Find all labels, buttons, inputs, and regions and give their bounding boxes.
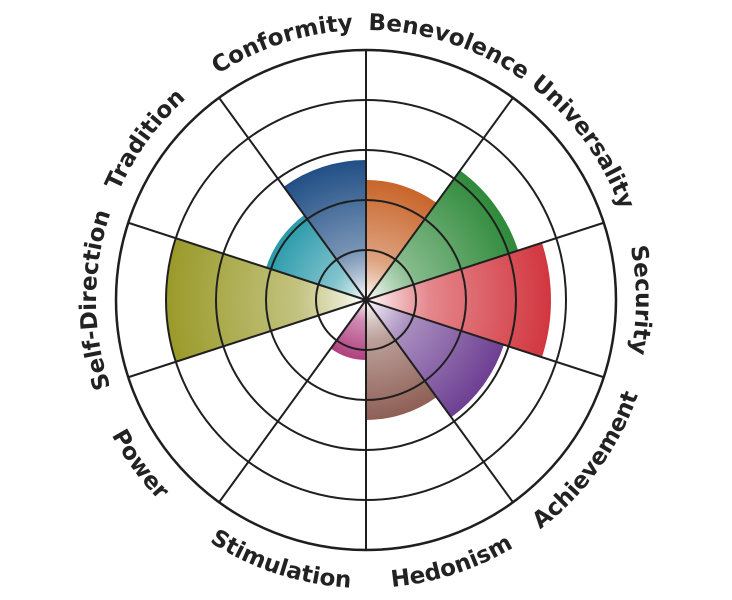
grid-spoke-3: [365, 221, 605, 301]
wedge-benevolence: [366, 180, 437, 300]
wedge-stimulation: [330, 300, 366, 360]
category-label-achievement: Achievement: [528, 388, 644, 534]
grid-layer: [114, 48, 618, 552]
grid-spoke-9: [127, 221, 367, 301]
wedge-hedonism: [366, 300, 437, 420]
category-label-hedonism: Hedonism: [389, 530, 516, 593]
category-label-power: Power: [106, 425, 174, 505]
category-label-self-direction: Self-Direction: [76, 207, 116, 394]
grid-spoke-5: [365, 299, 514, 503]
grid-spoke-7: [218, 299, 367, 503]
grid-spoke-4: [365, 299, 605, 379]
grid-spoke-10: [218, 97, 367, 301]
wedge-conformity: [283, 160, 366, 300]
grid-spoke-2: [365, 97, 514, 301]
wedge-achievement: [366, 300, 504, 418]
category-label-security: Security: [625, 243, 656, 357]
category-label-universality: Universality: [526, 70, 639, 212]
category-label-conformity: Conformity: [207, 10, 353, 79]
wedge-security: [366, 242, 551, 358]
wedge-tradition: [266, 215, 366, 300]
grid-spoke-8: [127, 299, 367, 379]
category-label-benevolence: Benevolence: [368, 10, 534, 85]
category-label-tradition: Tradition: [101, 84, 191, 194]
